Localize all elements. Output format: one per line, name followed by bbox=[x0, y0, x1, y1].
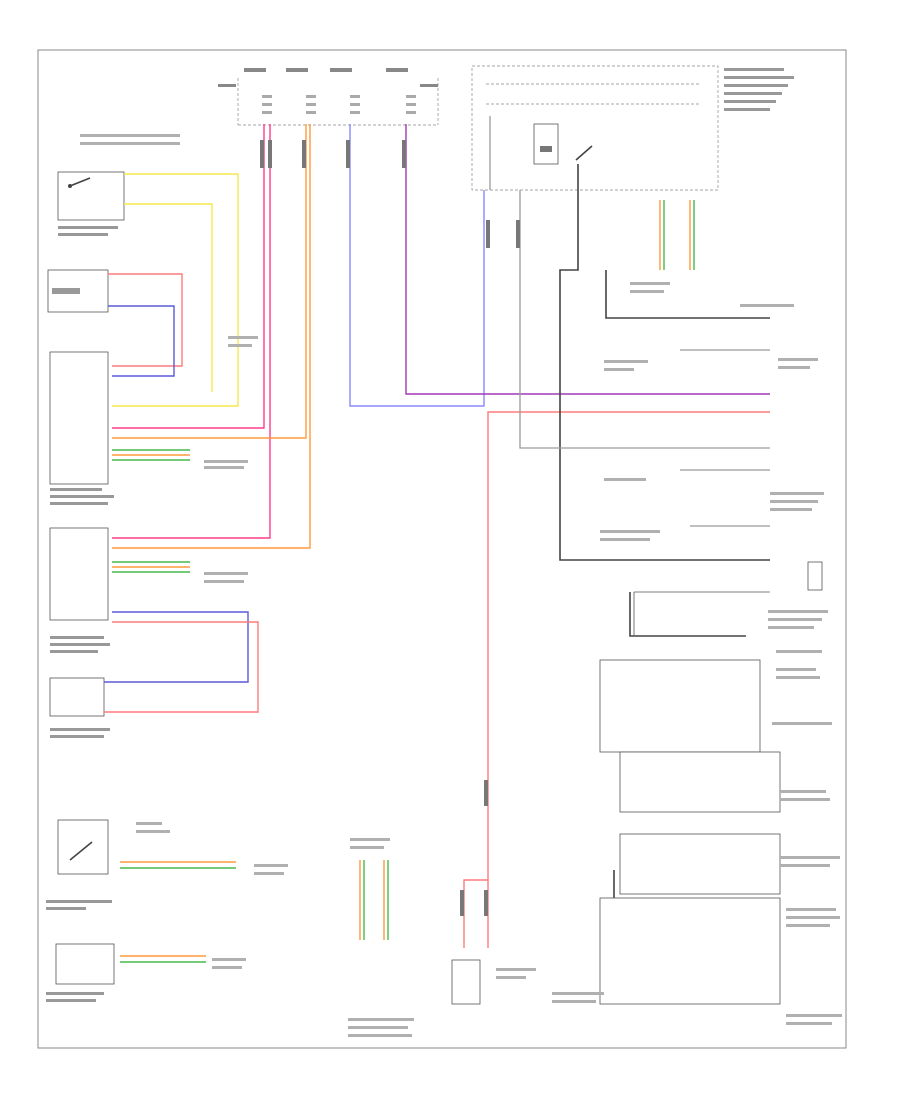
wires-colored bbox=[104, 124, 770, 963]
electrical-center bbox=[599, 561, 823, 1005]
rear-window-relay bbox=[471, 65, 794, 191]
right-passenger-door-module bbox=[49, 527, 110, 653]
center-connector bbox=[451, 959, 481, 1005]
wire-tags bbox=[260, 140, 520, 916]
diagram-frame bbox=[37, 49, 847, 1049]
outside-mirror-switch bbox=[57, 171, 125, 236]
ac-control-module bbox=[46, 819, 112, 910]
drivers-door-module bbox=[49, 351, 114, 505]
window-switch-right bbox=[49, 677, 110, 738]
label-strips bbox=[80, 134, 842, 1037]
window-switch-left bbox=[47, 269, 109, 313]
rear-window-defogger bbox=[46, 943, 115, 1002]
fuse-box bbox=[218, 68, 439, 126]
